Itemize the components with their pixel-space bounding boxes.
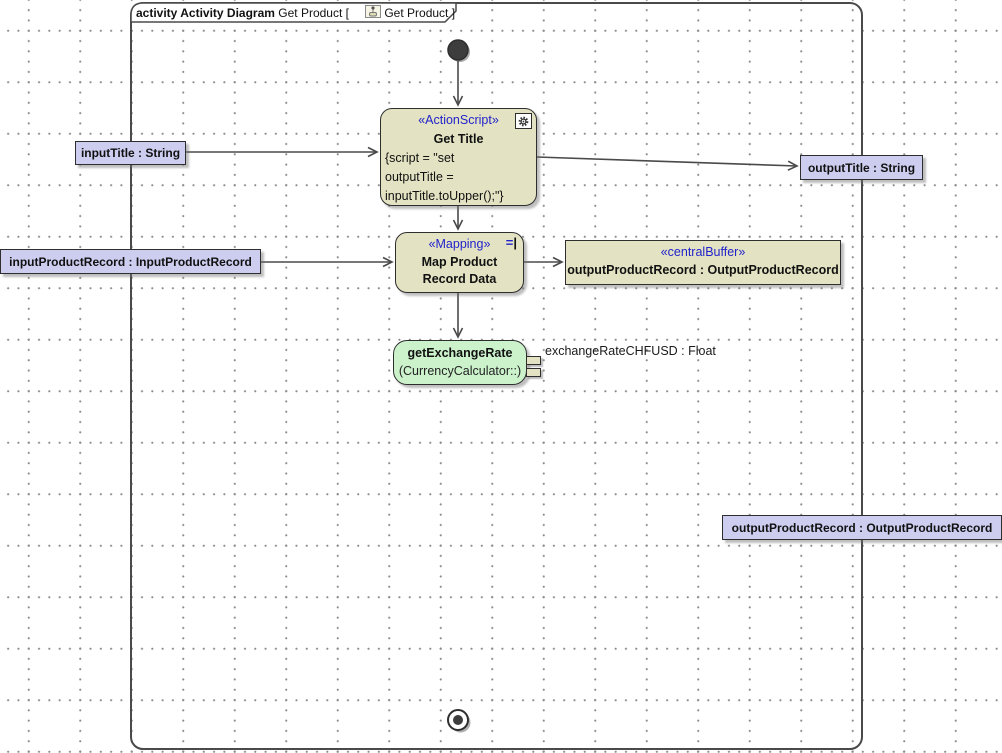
mapping-stereotype: «Mapping» xyxy=(428,237,491,251)
get-title-script-line: outputTitle = xyxy=(385,170,454,184)
edge-gettitle-to-outputtitle[interactable] xyxy=(536,156,799,171)
central-buffer-node[interactable]: «centralBuffer» outputProductRecord : Ou… xyxy=(565,240,841,285)
activity-diagram-icon xyxy=(352,0,382,35)
initial-node-shadow xyxy=(450,42,470,62)
action-map-product-record-data[interactable]: =| «Mapping» Map Product Record Data xyxy=(395,232,524,293)
get-title-stereotype: «ActionScript» xyxy=(418,113,499,127)
parameter-label: outputTitle : String xyxy=(807,160,916,175)
mapping-name-line: Map Product xyxy=(421,255,498,269)
parameter-input-product-record[interactable]: inputProductRecord : InputProductRecord xyxy=(0,249,261,274)
get-exchange-rate-parent: (CurrencyCalculator::) xyxy=(398,364,522,378)
parameter-label: outputProductRecord : OutputProductRecor… xyxy=(731,520,993,535)
initial-node[interactable] xyxy=(447,39,469,61)
central-buffer-stereotype: «centralBuffer» xyxy=(660,245,746,259)
gear-icon xyxy=(515,113,532,129)
central-buffer-name: outputProductRecord : OutputProductRecor… xyxy=(567,263,839,277)
get-title-script-line: {script = "set xyxy=(385,151,455,165)
parameter-label: inputProductRecord : InputProductRecord xyxy=(9,254,252,269)
frame-header[interactable]: activity Activity Diagram Get Product [ … xyxy=(136,4,455,21)
get-title-name: Get Title xyxy=(433,132,484,146)
pin-label: exchangeRateCHFUSD : Float xyxy=(545,344,716,358)
output-pin[interactable] xyxy=(526,368,541,377)
final-node-shadow xyxy=(450,712,471,733)
get-exchange-rate-name: getExchangeRate xyxy=(407,346,513,360)
action-get-title[interactable]: «ActionScript» Get Title {script = "set … xyxy=(380,108,537,206)
parameter-output-title[interactable]: outputTitle : String xyxy=(800,155,923,180)
parameter-output-product-record[interactable]: outputProductRecord : OutputProductRecor… xyxy=(722,515,1002,540)
get-title-script-line: inputTitle.toUpper();"} xyxy=(385,189,504,203)
frame-header-context: Get Product [ xyxy=(274,5,349,20)
final-node-core xyxy=(453,715,463,725)
mapping-name-line: Record Data xyxy=(422,272,497,286)
final-node[interactable] xyxy=(447,709,469,731)
frame-header-keyword: activity Activity Diagram xyxy=(136,5,275,20)
parameter-label: inputTitle : String xyxy=(80,146,181,160)
parameter-input-title[interactable]: inputTitle : String xyxy=(75,141,186,165)
output-pin[interactable] xyxy=(526,356,541,365)
call-behavior-get-exchange-rate[interactable]: getExchangeRate (CurrencyCalculator::) xyxy=(393,340,527,385)
frame-header-diagram-name: Get Product ] xyxy=(384,5,456,20)
mapping-icon: =| xyxy=(505,235,517,250)
